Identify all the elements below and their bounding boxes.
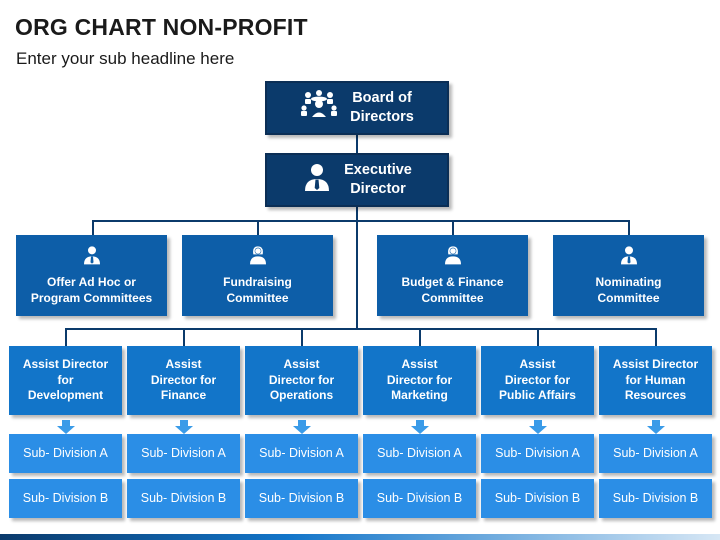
committee-label: Offer Ad Hoc or Program Committees: [30, 275, 153, 305]
assist-director-label: Assist Director for Human Resources: [612, 357, 699, 403]
sub-division-a-box[interactable]: Sub- Division A: [481, 434, 594, 473]
assist-director-human-resources-box[interactable]: Assist Director for Human Resources: [599, 346, 712, 415]
down-arrow-icon: [411, 420, 429, 434]
connector-committee-drop-3: [452, 220, 454, 236]
sub-division-label: Sub- Division A: [613, 446, 698, 461]
connector-exec-trunk: [356, 207, 358, 329]
down-arrow-icon: [647, 420, 665, 434]
committee-label: Nominating Committee: [595, 275, 662, 305]
person-tie-icon: [302, 162, 332, 198]
assist-director-finance-box[interactable]: Assist Director for Finance: [127, 346, 240, 415]
assist-director-development-box[interactable]: Assist Director for Development: [9, 346, 122, 415]
connector-assist-drop-5: [537, 328, 539, 346]
sub-division-b-box[interactable]: Sub- Division B: [363, 479, 476, 518]
sub-division-label: Sub- Division B: [258, 491, 345, 506]
woman-icon: [443, 245, 463, 270]
page-subtitle: Enter your sub headline here: [16, 49, 235, 68]
committee-nominating-box[interactable]: Nominating Committee: [553, 235, 704, 316]
sub-division-label: Sub- Division B: [494, 491, 581, 506]
down-arrow-icon: [529, 420, 547, 434]
sub-division-b-box[interactable]: Sub- Division B: [599, 479, 712, 518]
assist-director-public-affairs-box[interactable]: Assist Director for Public Affairs: [481, 346, 594, 415]
committee-fundraising-box[interactable]: Fundraising Committee: [182, 235, 333, 316]
woman-icon: [248, 245, 268, 270]
committee-label: Fundraising Committee: [223, 275, 292, 305]
sub-division-a-box[interactable]: Sub- Division A: [9, 434, 122, 473]
sub-division-label: Sub- Division A: [141, 446, 226, 461]
sub-division-label: Sub- Division A: [23, 446, 108, 461]
connector-assist-drop-1: [65, 328, 67, 346]
sub-division-label: Sub- Division A: [259, 446, 344, 461]
connector-assist-bar: [65, 328, 656, 330]
assist-director-operations-box[interactable]: Assist Director for Operations: [245, 346, 358, 415]
assist-director-label: Assist Director for Development: [22, 357, 109, 403]
connector-assist-drop-4: [419, 328, 421, 346]
down-arrow-icon: [175, 420, 193, 434]
committee-label: Budget & Finance Committee: [401, 275, 504, 305]
person-tie-icon: [619, 245, 639, 270]
assist-director-label: Assist Director for Finance: [150, 357, 217, 403]
connector-committee-drop-4: [628, 220, 630, 236]
committee-ad-hoc-box[interactable]: Offer Ad Hoc or Program Committees: [16, 235, 167, 316]
connector-committee-bar: [92, 220, 630, 222]
sub-division-b-box[interactable]: Sub- Division B: [245, 479, 358, 518]
executive-director-box[interactable]: Executive Director: [265, 153, 449, 207]
sub-division-label: Sub- Division A: [377, 446, 462, 461]
person-tie-icon: [82, 245, 102, 270]
down-arrow-icon: [293, 420, 311, 434]
sub-division-b-box[interactable]: Sub- Division B: [127, 479, 240, 518]
connector-committee-drop-2: [257, 220, 259, 236]
assist-director-label: Assist Director for Public Affairs: [499, 357, 576, 403]
sub-division-label: Sub- Division B: [612, 491, 699, 506]
sub-division-b-box[interactable]: Sub- Division B: [9, 479, 122, 518]
connector-assist-drop-6: [655, 328, 657, 346]
assist-director-label: Assist Director for Operations: [268, 357, 335, 403]
assist-director-label: Assist Director for Marketing: [386, 357, 453, 403]
sub-division-a-box[interactable]: Sub- Division A: [127, 434, 240, 473]
sub-division-a-box[interactable]: Sub- Division A: [363, 434, 476, 473]
footer-bar: [0, 534, 720, 540]
connector-assist-drop-3: [301, 328, 303, 346]
page-title: ORG CHART NON-PROFIT: [15, 14, 308, 40]
board-of-directors-box[interactable]: Board of Directors: [265, 81, 449, 135]
down-arrow-icon: [57, 420, 75, 434]
sub-division-a-box[interactable]: Sub- Division A: [599, 434, 712, 473]
assist-director-marketing-box[interactable]: Assist Director for Marketing: [363, 346, 476, 415]
sub-division-label: Sub- Division A: [495, 446, 580, 461]
connector-board-exec: [356, 134, 358, 154]
connector-assist-drop-2: [183, 328, 185, 346]
executive-label: Executive Director: [344, 162, 412, 197]
board-label: Board of Directors: [350, 90, 414, 125]
committee-budget-finance-box[interactable]: Budget & Finance Committee: [377, 235, 528, 316]
sub-division-b-box[interactable]: Sub- Division B: [481, 479, 594, 518]
sub-division-label: Sub- Division B: [376, 491, 463, 506]
connector-committee-drop-1: [92, 220, 94, 236]
sub-division-a-box[interactable]: Sub- Division A: [245, 434, 358, 473]
boardroom-icon: [300, 89, 338, 127]
sub-division-label: Sub- Division B: [22, 491, 109, 506]
sub-division-label: Sub- Division B: [140, 491, 227, 506]
